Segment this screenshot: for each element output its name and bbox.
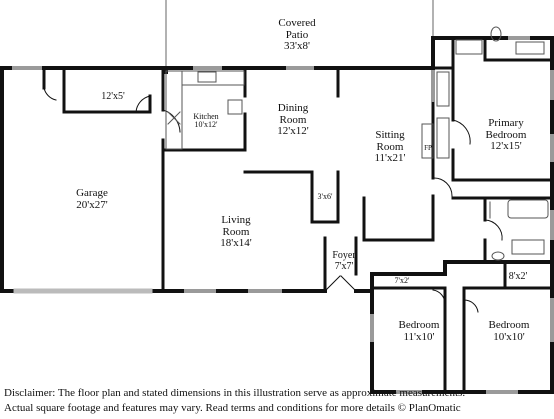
- covered-patio-name-1: Covered: [278, 17, 316, 29]
- bedroom-1-dims: 11'x10': [403, 330, 435, 343]
- label-garage: Garage 20'x27': [60, 187, 124, 211]
- label-living-room: Living Room 18'x14': [206, 214, 266, 250]
- interior-walls: [42, 36, 554, 394]
- label-bedroom-2: Bedroom 10'x10': [474, 319, 544, 343]
- storage-dims: 12'x5': [101, 91, 125, 102]
- door-swings: [43, 87, 503, 313]
- disclaimer: Disclaimer: The floor plan and stated di…: [4, 386, 552, 416]
- label-foyer: Foyer 7'x7': [322, 250, 366, 272]
- living-dims: 18'x14': [220, 237, 252, 250]
- fireplace-label: FP: [424, 144, 432, 152]
- garage-name: Garage: [76, 187, 108, 199]
- kitchen-name: Kitchen: [193, 112, 219, 121]
- covered-patio-name-2: Patio: [285, 28, 309, 41]
- primary-bedroom-name-1: Primary: [488, 117, 524, 129]
- dining-name-1: Dining: [277, 102, 309, 114]
- dining-dims: 12'x12': [277, 125, 309, 138]
- label-kitchen: Kitchen 10'x12': [184, 112, 228, 130]
- sitting-name-2: Room: [376, 140, 404, 153]
- hall-closet-dims: 7'x2': [394, 276, 410, 285]
- foyer-name: Foyer: [332, 250, 356, 261]
- exterior-walls: [0, 36, 554, 394]
- fixtures: [165, 26, 549, 261]
- label-closet: 3'x6': [313, 192, 337, 201]
- bath-closet-dims: 8'x2': [508, 271, 528, 282]
- covered-patio-dims: 33'x8': [284, 40, 310, 53]
- primary-bedroom-name-2: Bedroom: [485, 128, 527, 141]
- label-sitting-room: Sitting Room 11'x21': [358, 129, 422, 165]
- label-bath-closet: 8'x2': [500, 271, 536, 283]
- bedroom-2-dims: 10'x10': [493, 330, 525, 343]
- sitting-name-1: Sitting: [375, 129, 405, 141]
- kitchen-dims: 10'x12': [194, 120, 218, 130]
- label-dining-room: Dining Room 12'x12': [260, 102, 326, 138]
- disclaimer-line-1: Disclaimer: The floor plan and stated di…: [4, 387, 466, 399]
- dining-name-2: Room: [279, 113, 307, 126]
- closet-dims: 3'x6': [317, 192, 333, 201]
- label-storage: 12'x5': [88, 91, 138, 103]
- living-name-2: Room: [222, 225, 250, 238]
- disclaimer-line-2: Actual square footage and features may v…: [4, 402, 461, 414]
- label-fireplace: FP: [420, 144, 436, 152]
- label-covered-patio: Covered Patio 33'x8': [262, 17, 332, 53]
- sitting-dims: 11'x21': [374, 152, 406, 165]
- windows: [12, 36, 554, 394]
- primary-bedroom-dims: 12'x15': [490, 140, 522, 153]
- bedroom-1-name: Bedroom: [398, 319, 440, 331]
- label-primary-bedroom: Primary Bedroom 12'x15': [470, 117, 542, 153]
- label-hall-closet: 7'x2': [382, 276, 422, 285]
- bedroom-2-name: Bedroom: [488, 319, 530, 331]
- garage-dims: 20'x27': [76, 198, 108, 211]
- foyer-dims: 7'x7': [334, 260, 354, 272]
- label-bedroom-1: Bedroom 11'x10': [384, 319, 454, 343]
- living-name-1: Living: [221, 214, 251, 226]
